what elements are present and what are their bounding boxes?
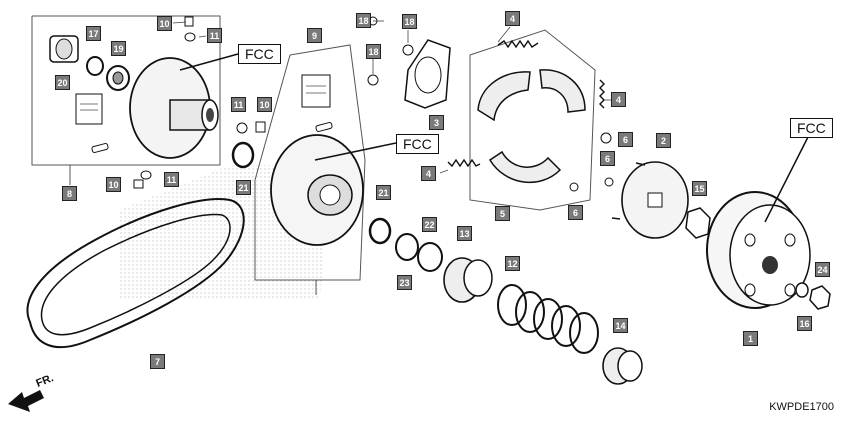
ring-part-23 bbox=[395, 233, 419, 261]
guide-pin-9 bbox=[315, 121, 333, 133]
callout-9[interactable]: 9 bbox=[307, 28, 322, 43]
callout-18[interactable]: 18 bbox=[366, 44, 381, 59]
callout-24[interactable]: 24 bbox=[815, 262, 830, 277]
spring-part-4a bbox=[497, 39, 539, 49]
collar-part-13 bbox=[443, 257, 493, 303]
fcc-leader-2 bbox=[314, 142, 397, 161]
washer-part-11-low bbox=[140, 170, 152, 180]
nut-part-6a bbox=[600, 132, 612, 144]
callout-3[interactable]: 3 bbox=[429, 115, 444, 130]
callout-6[interactable]: 6 bbox=[618, 132, 633, 147]
callout-21[interactable]: 21 bbox=[376, 185, 391, 200]
ring-part-22 bbox=[417, 242, 443, 272]
callout-19[interactable]: 19 bbox=[111, 41, 126, 56]
nut-part-15 bbox=[685, 207, 711, 239]
screw-part-10-mid bbox=[255, 121, 266, 133]
callout-22[interactable]: 22 bbox=[422, 217, 437, 232]
front-arrow-icon bbox=[8, 390, 44, 412]
clutch-outer bbox=[706, 191, 811, 309]
callout-14[interactable]: 14 bbox=[613, 318, 628, 333]
callout-11[interactable]: 11 bbox=[231, 97, 246, 112]
fcc-leader-1 bbox=[179, 53, 239, 71]
callout-18[interactable]: 18 bbox=[356, 13, 371, 28]
washer-part-16 bbox=[795, 282, 809, 298]
spring-part-12 bbox=[497, 284, 599, 354]
callout-23[interactable]: 23 bbox=[397, 275, 412, 290]
screw-part-10 bbox=[184, 16, 194, 27]
diagram-code: KWPDE1700 bbox=[769, 401, 834, 413]
callout-13[interactable]: 13 bbox=[457, 226, 472, 241]
screw-part-10-low bbox=[133, 179, 144, 189]
spring-part-4b bbox=[599, 79, 605, 109]
callout-16[interactable]: 16 bbox=[797, 316, 812, 331]
callout-20[interactable]: 20 bbox=[55, 75, 70, 90]
fcc-label: FCC bbox=[396, 134, 439, 154]
washer-part-11 bbox=[184, 32, 196, 42]
label-card-9 bbox=[301, 74, 331, 108]
callout-4[interactable]: 4 bbox=[611, 92, 626, 107]
nut-part-18c bbox=[367, 74, 379, 86]
washer-part-11-mid bbox=[236, 122, 248, 134]
nut-part-18b bbox=[402, 44, 414, 56]
gasket-part-3 bbox=[404, 39, 451, 109]
drive-plate bbox=[611, 161, 689, 239]
callout-10[interactable]: 10 bbox=[257, 97, 272, 112]
callout-10[interactable]: 10 bbox=[106, 177, 121, 192]
callout-10[interactable]: 10 bbox=[157, 16, 172, 31]
callout-6[interactable]: 6 bbox=[568, 205, 583, 220]
callout-11[interactable]: 11 bbox=[207, 28, 222, 43]
clutch-shoes bbox=[477, 69, 586, 184]
group-box-5 bbox=[469, 29, 596, 211]
seal-part-21 bbox=[231, 141, 255, 169]
callout-18[interactable]: 18 bbox=[402, 14, 417, 29]
fcc-label: FCC bbox=[238, 44, 281, 64]
bearing-part-20 bbox=[49, 35, 79, 63]
callout-8[interactable]: 8 bbox=[62, 186, 77, 201]
nut-part-24 bbox=[809, 285, 831, 310]
collar-part-14 bbox=[602, 347, 643, 385]
fcc-leader-3 bbox=[764, 136, 809, 223]
callout-15[interactable]: 15 bbox=[692, 181, 707, 196]
callout-5[interactable]: 5 bbox=[495, 206, 510, 221]
seal-part-17 bbox=[86, 56, 104, 76]
callout-21[interactable]: 21 bbox=[236, 180, 251, 195]
callout-17[interactable]: 17 bbox=[86, 26, 101, 41]
group-box-9 bbox=[254, 44, 366, 281]
guide-pin bbox=[91, 142, 109, 154]
callout-6[interactable]: 6 bbox=[600, 151, 615, 166]
nut-part-6b bbox=[604, 177, 614, 187]
fcc-label: FCC bbox=[790, 118, 833, 138]
callout-7[interactable]: 7 bbox=[150, 354, 165, 369]
movable-driven-face bbox=[270, 134, 364, 246]
driven-face bbox=[129, 57, 219, 159]
label-card bbox=[75, 93, 103, 125]
drive-belt bbox=[26, 198, 245, 349]
nut-part-6c bbox=[569, 182, 579, 192]
spring-part-4c bbox=[447, 158, 481, 168]
callout-1[interactable]: 1 bbox=[743, 331, 758, 346]
callout-11[interactable]: 11 bbox=[164, 172, 179, 187]
callout-12[interactable]: 12 bbox=[505, 256, 520, 271]
bearing-part-19 bbox=[106, 65, 130, 91]
callout-4[interactable]: 4 bbox=[421, 166, 436, 181]
callout-4[interactable]: 4 bbox=[505, 11, 520, 26]
callout-2[interactable]: 2 bbox=[656, 133, 671, 148]
seal-part-21-lower bbox=[368, 217, 392, 245]
